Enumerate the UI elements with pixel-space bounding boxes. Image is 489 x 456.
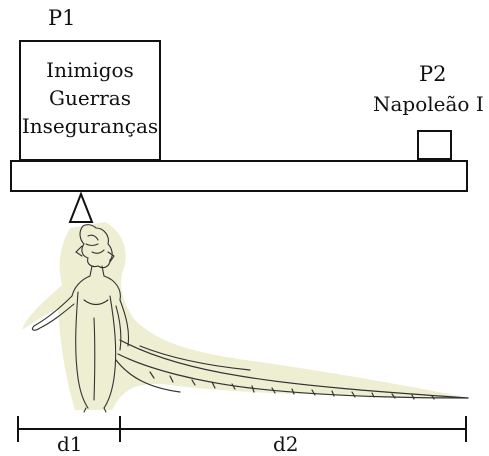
weight-left-label: P1 — [48, 6, 76, 30]
lever-beam — [10, 160, 468, 192]
distance-left-label: d1 — [57, 432, 83, 456]
figure-glow — [22, 222, 470, 410]
distance-right-label: d2 — [273, 432, 299, 456]
weight-left-items: Inimigos Guerras Inseguranças — [19, 56, 161, 140]
weight-left-item: Inimigos — [19, 56, 161, 84]
fulcrum-triangle — [70, 194, 92, 222]
dimension-lines — [18, 416, 466, 442]
weight-right-name: Napoleão I — [373, 92, 484, 116]
weight-right-label: P2 — [419, 62, 447, 86]
weight-left-item: Guerras — [19, 84, 161, 112]
weight-left-item: Inseguranças — [19, 112, 161, 140]
weight-right-box — [417, 130, 452, 160]
